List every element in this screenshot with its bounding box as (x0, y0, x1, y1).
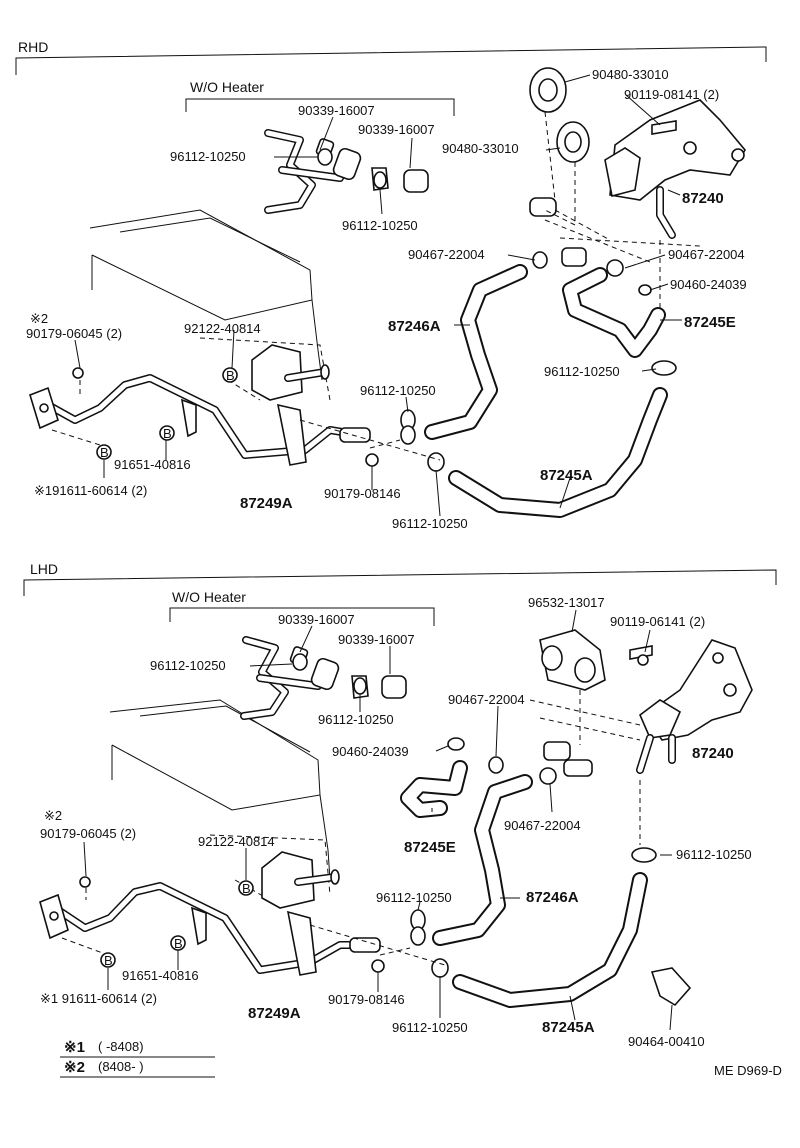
lhd-section: LHD W/O Heater (23, 561, 777, 1049)
legend-mark-2: ※2 (64, 1059, 85, 1076)
rhd-hose-87245E (562, 267, 666, 358)
rhd-labels: 90339-16007 90339-16007 96112-10250 9611… (26, 67, 747, 531)
label-96112-10250: 96112-10250 (376, 890, 452, 905)
label-87240: 87240 (682, 190, 724, 207)
label-90467-22004: 90467-22004 (448, 692, 525, 707)
label-87245A: 87245A (542, 1019, 595, 1036)
rhd-heater-valve-87240 (529, 67, 746, 239)
lhd-pipe-87249A (39, 882, 376, 976)
marker-b: B (104, 953, 113, 968)
rhd-water-outlet (251, 344, 330, 401)
label-87245A: 87245A (540, 467, 593, 484)
rhd-hose-87245A (448, 387, 668, 518)
lhd-hose-87245E (400, 760, 468, 818)
label-96532-13017: 96532-13017 (528, 595, 605, 610)
rhd-section-label: RHD (18, 39, 48, 55)
lhd-bracket (23, 569, 777, 596)
label-91611-60614: ※1 91611-60614 (2) (40, 991, 157, 1006)
label-90339-16007: 90339-16007 (298, 103, 375, 118)
rhd-hose-87246A (424, 264, 528, 440)
marker-b: B (163, 426, 172, 441)
label-mark-2: ※2 (30, 311, 48, 326)
label-87246A: 87246A (526, 889, 579, 906)
lhd-leaders (83, 609, 673, 1031)
label-90119-06141: 90119-06141 (2) (610, 614, 705, 629)
lhd-guide-lines (61, 690, 641, 966)
lhd-markers: B B B (100, 880, 254, 968)
lhd-wo-heater-assembly (240, 636, 407, 720)
label-87245E: 87245E (684, 314, 736, 331)
rhd-engine-block (89, 209, 331, 401)
legend: ※1 ( -8408) ※2 (8408- ) (60, 1039, 215, 1078)
label-90467-22004: 90467-22004 (504, 818, 581, 833)
label-90480-33010: 90480-33010 (592, 67, 669, 82)
rhd-guide-lines (51, 111, 701, 461)
label-87246A: 87246A (388, 318, 441, 335)
label-90179-06045: 90179-06045 (2) (26, 326, 122, 341)
label-96112-10250: 96112-10250 (170, 149, 246, 164)
lhd-labels: 90339-16007 90339-16007 96112-10250 9611… (40, 595, 752, 1049)
rhd-bracket (15, 46, 767, 75)
label-mark-2: ※2 (44, 808, 62, 823)
lhd-wo-heater-bracket (169, 607, 435, 626)
legend-range-1: ( -8408) (98, 1039, 144, 1054)
label-90480-33010: 90480-33010 (442, 141, 519, 156)
label-96112-10250: 96112-10250 (360, 383, 436, 398)
label-191611-60614: ※191611-60614 (2) (34, 483, 147, 498)
label-90339-16007: 90339-16007 (338, 632, 415, 647)
rhd-pipe-87249A (29, 374, 364, 466)
label-87249A: 87249A (248, 1005, 301, 1022)
label-96112-10250: 96112-10250 (392, 1020, 468, 1035)
label-90179-06045: 90179-06045 (2) (40, 826, 136, 841)
lhd-water-outlet (261, 851, 340, 909)
label-87245E: 87245E (404, 839, 456, 856)
rhd-wo-heater-label: W/O Heater (190, 79, 264, 95)
lhd-clamps (79, 653, 692, 1007)
label-91651-40816: 91651-40816 (122, 968, 199, 983)
label-90339-16007: 90339-16007 (278, 612, 355, 627)
label-91651-40816: 91651-40816 (114, 457, 191, 472)
rhd-wo-heater-assembly (264, 129, 429, 214)
lhd-wo-heater-label: W/O Heater (172, 589, 246, 605)
label-90460-24039: 90460-24039 (670, 277, 747, 292)
label-87249A: 87249A (240, 495, 293, 512)
figure-code: ME D969-D (714, 1063, 782, 1078)
label-96112-10250: 96112-10250 (342, 218, 418, 233)
lhd-hose-87245A (452, 872, 648, 1008)
label-92122-40814: 92122-40814 (198, 834, 275, 849)
label-90460-24039: 90460-24039 (332, 744, 409, 759)
lhd-hose-87246A (432, 774, 533, 946)
rhd-leaders (74, 74, 682, 517)
label-96112-10250: 96112-10250 (392, 516, 468, 531)
legend-range-2: (8408- ) (98, 1059, 144, 1074)
rhd-clamps (72, 148, 677, 472)
label-87240: 87240 (692, 745, 734, 762)
marker-b: B (100, 445, 109, 460)
label-96112-10250: 96112-10250 (544, 364, 620, 379)
marker-b: B (242, 881, 251, 896)
label-90464-00410: 90464-00410 (628, 1034, 705, 1049)
label-90179-08146: 90179-08146 (328, 992, 405, 1007)
label-90467-22004: 90467-22004 (668, 247, 745, 262)
rhd-section: RHD W/O Heater (15, 39, 767, 531)
lhd-section-label: LHD (30, 561, 58, 577)
legend-mark-1: ※1 (64, 1039, 85, 1056)
label-96112-10250: 96112-10250 (676, 847, 752, 862)
label-90179-08146: 90179-08146 (324, 486, 401, 501)
rhd-wo-heater-bracket (185, 98, 455, 116)
label-96112-10250: 96112-10250 (318, 712, 394, 727)
label-90119-08141: 90119-08141 (2) (624, 87, 719, 102)
marker-b: B (174, 936, 183, 951)
label-90339-16007: 90339-16007 (358, 122, 435, 137)
lhd-heater-valve-87240 (539, 629, 753, 774)
label-90467-22004: 90467-22004 (408, 247, 485, 262)
label-96112-10250: 96112-10250 (150, 658, 226, 673)
marker-b: B (226, 368, 235, 383)
label-92122-40814: 92122-40814 (184, 321, 261, 336)
rhd-markers: B B B (96, 367, 238, 460)
